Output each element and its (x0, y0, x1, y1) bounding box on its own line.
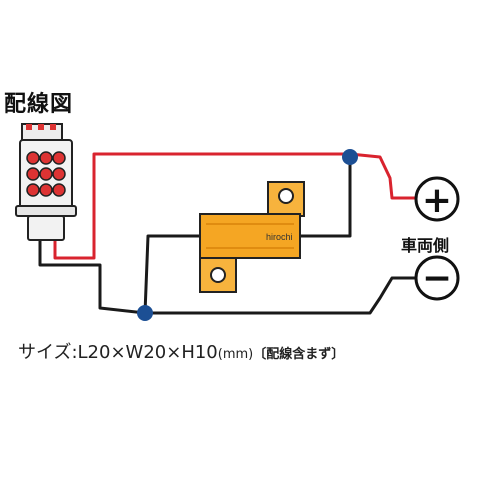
resistor-icon: hirochi (199, 181, 305, 293)
size-spec: サイズ:L20×W20×H10(mm)〔配線含まず〕 (18, 338, 344, 364)
diagram-title: 配線図 (4, 92, 74, 117)
resistor-negative-lead (143, 234, 200, 314)
positive-junction (342, 149, 358, 165)
minus-symbol: − (422, 258, 452, 299)
minus-terminal-icon: − (414, 255, 460, 301)
negative-junction (137, 305, 153, 321)
plus-terminal-icon: + (414, 176, 460, 222)
plus-symbol: + (422, 180, 452, 221)
vehicle-side-label: 車両側 (401, 236, 450, 255)
led-bulb-icon (15, 123, 77, 241)
size-text: サイズ:L20×W20×H10 (18, 342, 218, 363)
resistor-marking: hirochi (266, 232, 293, 242)
size-note: 〔配線含まず〕 (253, 347, 345, 362)
resistor-positive-lead (300, 158, 352, 238)
size-unit: (mm) (217, 347, 254, 362)
